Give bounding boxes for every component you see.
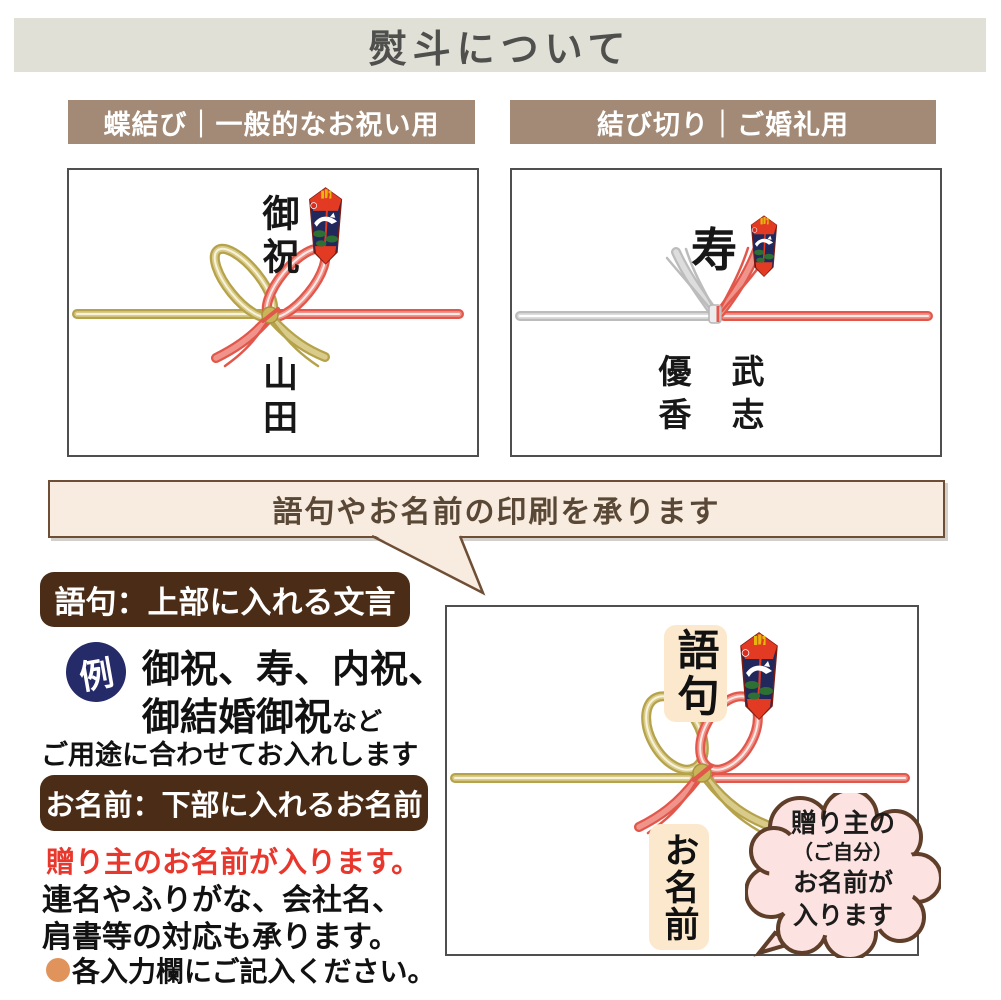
mizuhiki-bow-icon <box>72 187 464 368</box>
bubble-line-3: お名前が <box>792 869 893 897</box>
phrase-example-suffix: など <box>332 708 383 736</box>
tab-butterfly-knot: 蝶結び｜一般的なお祝い用 <box>68 100 475 144</box>
mizuhiki-knot-cut-icon <box>515 215 933 324</box>
input-note-text: 各入力欄にご記入ください。 <box>72 956 436 987</box>
phrase-placeholder-field: 語句 <box>664 625 727 722</box>
page-header: 熨斗について <box>14 18 986 72</box>
phrase-heading: 語句：上部に入れる文言 <box>40 572 410 627</box>
example-badge-text: 例 <box>76 653 117 698</box>
tab-butterfly-knot-label: 蝶結び｜一般的なお祝い用 <box>103 109 440 140</box>
cloud-bubble-icon <box>745 793 941 958</box>
noshi-ornament-icon <box>739 631 779 721</box>
noshi-name-left: 山田 <box>257 356 298 442</box>
noshi-phrase-left: 御祝 <box>256 194 300 280</box>
page-title: 熨斗について <box>368 28 632 71</box>
name-placeholder-field: お名前 <box>649 824 709 950</box>
phrase-heading-text: 語句：上部に入れる文言 <box>54 585 396 620</box>
name-detail-line1: 連名やふりがな、会社名、 <box>42 884 402 917</box>
name-placeholder-text: お名前 <box>659 831 699 943</box>
noshi-card-knotcut: 寿 武志 優香 <box>510 168 942 457</box>
bullet-icon <box>46 958 70 982</box>
bubble-line-4: 入ります <box>792 902 893 930</box>
phrase-note: ご用途に合わせてお入れします <box>41 740 419 770</box>
phrase-example-line1: 御祝、寿、内祝、 <box>142 649 447 691</box>
name-highlight: 贈り主のお名前が入ります。 <box>46 847 421 879</box>
noshi-ornament-icon <box>308 187 343 265</box>
bubble-line-2: （ご自分） <box>793 842 893 864</box>
banner-tail <box>371 534 486 596</box>
bubble-text: 贈り主の （ご自分） お名前が 入ります <box>745 807 941 933</box>
sender-name-bubble: 贈り主の （ご自分） お名前が 入ります <box>745 793 941 958</box>
name-detail-line2: 肩書等の対応も承ります。 <box>42 921 399 954</box>
print-service-banner-text: 語句やお名前の印刷を承ります <box>272 496 721 529</box>
tab-knot-cut: 結び切り｜ご婚礼用 <box>510 100 936 144</box>
noshi-card-butterfly: 御祝 山田 <box>67 168 479 457</box>
name-heading-text: お名前：下部に入れるお名前 <box>45 790 423 822</box>
input-note-row: 各入力欄にご記入ください。 <box>46 950 435 990</box>
example-badge: 例 <box>61 637 131 707</box>
noshi-name-right-2: 優香 <box>653 354 692 440</box>
tab-knot-cut-label: 結び切り｜ご婚礼用 <box>597 109 849 140</box>
noshi-phrase-right: 寿 <box>691 223 737 277</box>
phrase-example-line2-main: 御結婚御祝 <box>142 697 333 739</box>
noshi-ornament-icon <box>750 215 778 277</box>
phrase-placeholder-text: 語句 <box>672 627 719 720</box>
bubble-line-1: 贈り主の <box>790 808 895 838</box>
name-heading: お名前：下部に入れるお名前 <box>40 775 428 831</box>
print-service-banner: 語句やお名前の印刷を承ります <box>48 480 945 538</box>
sample-noshi-card: 語句 お名前 <box>445 605 919 956</box>
phrase-example-line2: 御結婚御祝など <box>142 686 382 741</box>
noshi-name-right-1: 武志 <box>726 354 765 440</box>
